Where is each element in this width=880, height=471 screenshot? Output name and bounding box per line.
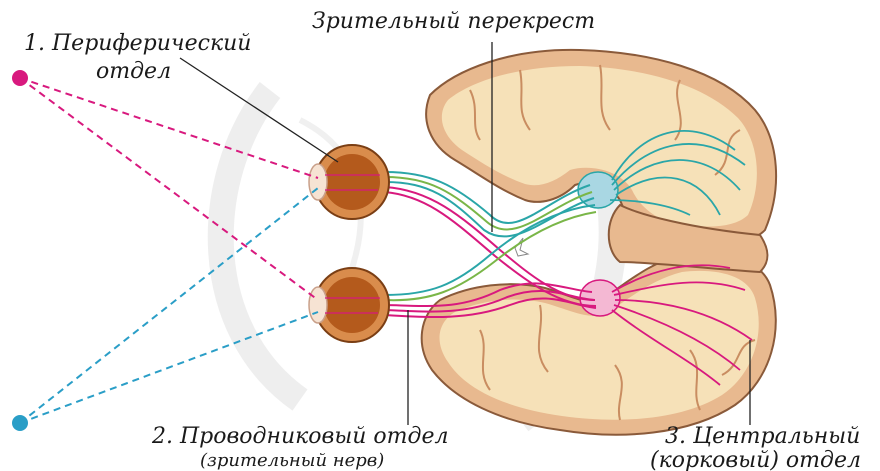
label-conductive-line1: 2. Проводниковый отдел: [151, 424, 449, 449]
eye-upper: [309, 145, 389, 219]
eye-lower: [309, 268, 389, 342]
label-central-line1: 3. Центральный: [665, 424, 860, 449]
rays-magenta: [20, 78, 318, 300]
label-peripheral-line2: отдел: [96, 59, 171, 84]
label-peripheral-line1: 1. Периферический: [24, 31, 251, 56]
label-central-line2: (корковый) отдел: [650, 448, 861, 471]
label-chiasm: Зрительный перекрест: [312, 9, 595, 34]
label-conductive-line2: (зрительный нерв): [200, 450, 384, 471]
